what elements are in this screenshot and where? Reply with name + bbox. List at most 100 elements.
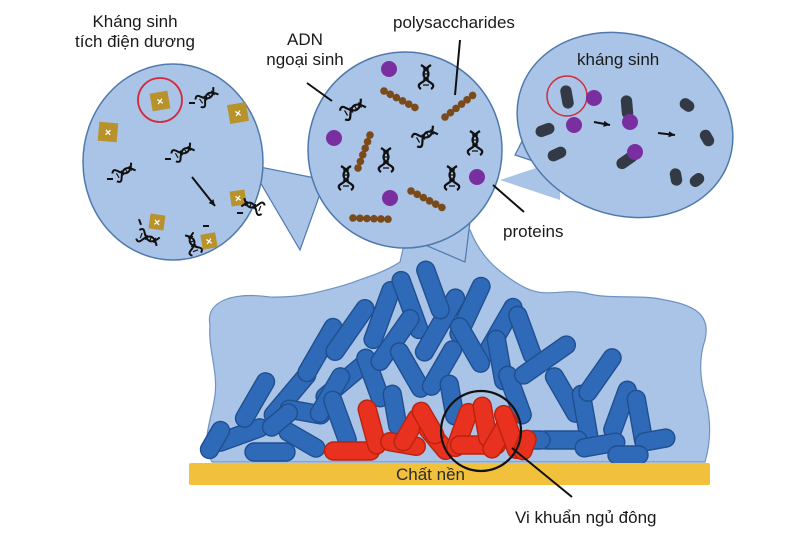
x-mark: × (234, 108, 242, 121)
polysaccharide-bead (425, 197, 434, 205)
dna-rung (258, 205, 262, 212)
dna-icon (194, 87, 219, 109)
dna-rung (187, 235, 194, 239)
polysaccharide-bead (363, 137, 372, 146)
blue-bacterium (234, 372, 276, 428)
protein-icon (382, 190, 398, 206)
dormant-leader-line (511, 447, 573, 498)
dna-strand (194, 87, 215, 100)
dna-strand (188, 231, 203, 254)
highlight-circle (137, 77, 183, 123)
x-mark: × (234, 193, 242, 206)
polysaccharides-label: polysaccharides (393, 13, 515, 32)
x-mark: × (156, 96, 164, 109)
dna-rung (174, 152, 179, 159)
polysaccharide-chain-icon (349, 214, 392, 224)
antibiotic-rod-icon (689, 173, 705, 187)
dna-strand (184, 234, 196, 257)
antibiotic-rod-icon (699, 129, 715, 147)
edna-label-line2: ngoại sinh (266, 50, 344, 69)
polysaccharide-bead (358, 151, 367, 159)
positive-antibiotic-icon: × (149, 90, 171, 112)
edna-label-line1: ADN (287, 30, 323, 49)
dna-rung (124, 168, 129, 174)
edna-label: ADN ngoại sinh (255, 30, 355, 70)
polysaccharide-bead (407, 187, 415, 195)
dna-rung (429, 129, 434, 135)
arrow-head (208, 199, 215, 206)
blue-bacterium (607, 445, 649, 465)
protein-icon (326, 130, 342, 146)
dna-rung (349, 107, 354, 113)
dna-strand (200, 91, 219, 109)
dna-strand (466, 130, 479, 156)
antibiotic-square (226, 101, 250, 125)
polysaccharides-leader-line (454, 39, 461, 96)
dna-icon (443, 165, 461, 191)
blue-bacterium (578, 348, 622, 402)
dna-strand (339, 98, 362, 112)
polysaccharide-bead (361, 144, 369, 153)
edna-leader-line (306, 82, 333, 102)
middle-bubble (307, 51, 503, 249)
blue-bacterium (416, 260, 450, 320)
antibiotic-rod-icon (679, 98, 695, 112)
polysaccharide-bead (463, 95, 471, 104)
dna-icon (135, 228, 161, 247)
polysaccharide-bead (419, 193, 428, 202)
polysaccharide-bead (349, 214, 357, 222)
arrow-icon (657, 131, 676, 138)
x-mark: × (104, 127, 111, 140)
positive-antibiotic-icon: × (148, 213, 166, 231)
polysaccharide-bead (441, 113, 449, 121)
antibiotic-rod-icon (669, 168, 683, 186)
substrate-bar (189, 463, 710, 485)
left-bubble-tail (248, 164, 326, 252)
polysaccharide-bead (354, 164, 362, 172)
positive-antibiotic-label-line2: tích điện dương (75, 32, 195, 51)
dna-rung (357, 102, 362, 108)
dna-rung (187, 145, 192, 152)
polysaccharide-bead (356, 214, 364, 223)
antibiotic-square (149, 90, 171, 112)
left-bubble (82, 63, 264, 261)
blue-bacterium (421, 340, 463, 396)
dna-strand (471, 130, 484, 156)
proteins-leader-line (492, 184, 525, 213)
antibiotic-square (200, 232, 218, 250)
polysaccharide-bead (404, 100, 413, 108)
dna-strand (240, 201, 263, 216)
protein-icon (381, 61, 397, 77)
dna-icon (337, 165, 355, 191)
blue-bacterium (244, 442, 296, 462)
blue-bacterium (498, 365, 532, 425)
dna-rung (139, 232, 143, 239)
arrow-head (603, 120, 610, 127)
dna-icon (339, 98, 367, 122)
dna-rung (149, 236, 153, 242)
dna-rung (244, 200, 248, 207)
polysaccharide-bead (438, 203, 446, 212)
blue-bacterium (325, 299, 375, 361)
dna-icon (411, 125, 439, 149)
dna-rung (189, 239, 195, 243)
blue-bacterium (449, 317, 491, 373)
dna-strand (411, 125, 434, 139)
polysaccharide-bead (468, 91, 477, 100)
protein-icon (566, 117, 582, 133)
dormant-bacteria-label: Vi khuẩn ngủ đông (515, 508, 657, 527)
dna-strand (175, 147, 196, 163)
antibiotic-rod-icon (547, 146, 567, 162)
polysaccharide-bead (377, 215, 385, 223)
antibiotic-rod-icon (560, 85, 574, 109)
dna-rung (203, 95, 208, 101)
dormant-bacteria-group (323, 396, 537, 461)
antibiotic-rod-icon (535, 122, 555, 138)
middle-bubble-content (326, 61, 485, 224)
dna-strand (243, 197, 266, 209)
protein-icon (622, 114, 638, 130)
dna-icon (170, 142, 196, 163)
antibiotic-square (97, 121, 119, 143)
dna-strand (337, 165, 350, 191)
